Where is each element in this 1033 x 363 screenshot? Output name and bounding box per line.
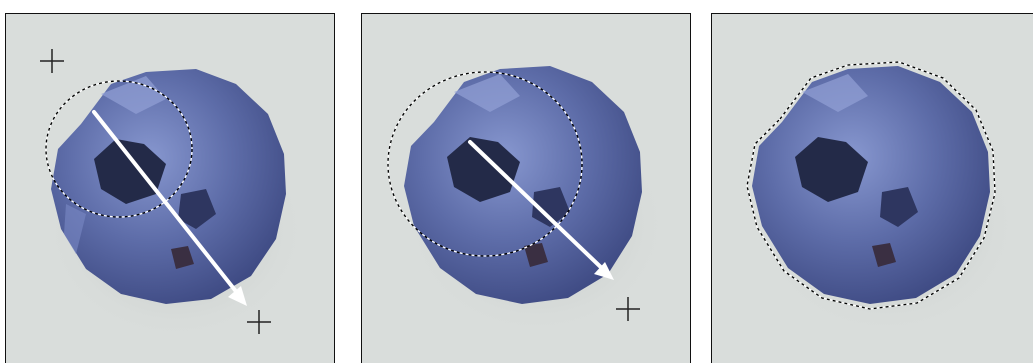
- panel-3: [711, 13, 1033, 363]
- panel-2-canvas: [362, 14, 691, 363]
- panel-3-canvas: [712, 14, 1033, 363]
- panel-1: [5, 13, 335, 363]
- panel-2: [361, 13, 691, 363]
- panel-1-canvas: [6, 14, 335, 363]
